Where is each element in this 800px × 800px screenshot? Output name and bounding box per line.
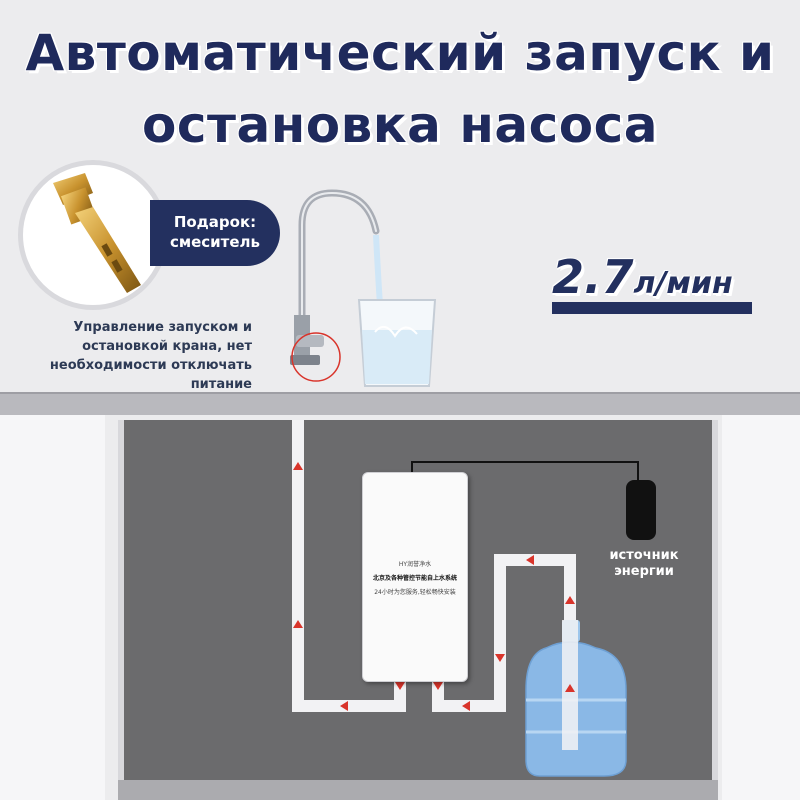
- pump-label: HY润誉净水 北京及各种管控节能自上水系统 24小时为您服务,轻松畅快安装: [370, 558, 460, 600]
- brass-faucet-icon: [18, 160, 168, 310]
- gift-line-2: смеситель: [169, 233, 261, 251]
- power-source-line-1: источник: [609, 548, 679, 563]
- countertop-edge: [0, 392, 800, 394]
- faucet-icon: [290, 189, 383, 382]
- cabinet-floor: [118, 780, 718, 800]
- power-source-line-2: энергии: [614, 564, 674, 579]
- pump-label-line-3: 24小时为您服务,轻松畅快安装: [374, 589, 456, 596]
- headline-line-2: остановка насоса: [142, 96, 658, 154]
- flow-arrow-icon: [293, 462, 575, 711]
- pump-label-line-1: HY润誉净水: [398, 561, 432, 568]
- power-source-label: источник энергии: [596, 548, 692, 580]
- flow-rate-unit: л/мин: [633, 266, 733, 301]
- headline-line-1: Автоматический запуск и: [25, 24, 775, 82]
- gift-line-1: Подарок:: [173, 213, 257, 231]
- pump-unit-icon: [362, 472, 468, 682]
- power-adapter-icon: [626, 480, 656, 540]
- description-line: необходимости отключать: [49, 358, 252, 373]
- pump-label-line-2: 北京及各种管控节能自上水系统: [372, 575, 457, 582]
- flow-rate-underline: [552, 302, 752, 314]
- gift-badge: Подарок: смеситель: [150, 200, 280, 266]
- cabinet-door-left: [0, 415, 105, 800]
- description-line: остановкой крана, нет: [82, 339, 252, 354]
- description-line: Управление запуском и: [73, 320, 252, 335]
- water-bottle-icon: [525, 620, 627, 777]
- flow-rate-value: 2.7: [552, 250, 634, 304]
- control-description: Управление запуском и остановкой крана, …: [10, 318, 252, 394]
- cabinet-door-right: [722, 415, 800, 800]
- description-line: питание: [190, 377, 252, 392]
- water-glass-icon: [357, 299, 437, 387]
- flow-rate: 2.7л/мин: [552, 250, 733, 304]
- countertop: [0, 393, 800, 415]
